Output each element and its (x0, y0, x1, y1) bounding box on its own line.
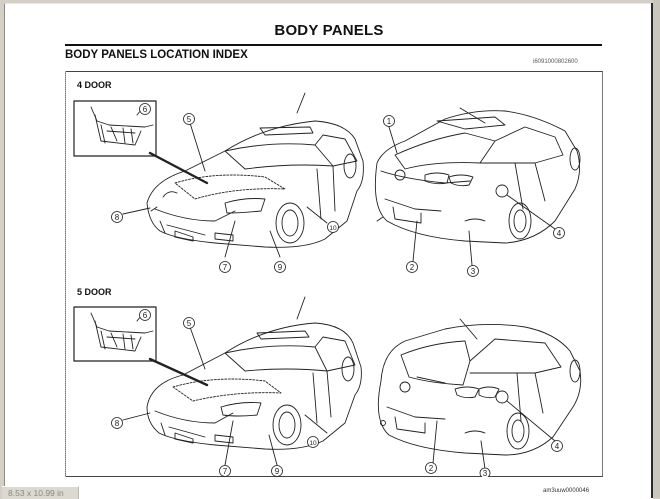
variant-label-5-door: 5 DOOR (77, 287, 112, 297)
svg-text:2: 2 (429, 464, 434, 473)
svg-text:2: 2 (410, 263, 415, 272)
hatchback-front-view (73, 306, 362, 450)
callouts-5door-front: 5 6 7 8 9 10 (111, 309, 319, 477)
callout-5: 5 (183, 317, 195, 329)
callout-9: 9 (271, 465, 283, 477)
sedan-rear-view (374, 110, 581, 244)
document-viewer-page: BODY PANELS BODY PANELS LOCATION INDEX i… (4, 3, 653, 499)
svg-text:3: 3 (471, 267, 476, 276)
svg-text:6: 6 (143, 311, 148, 320)
svg-text:5: 5 (187, 115, 192, 124)
svg-text:5: 5 (187, 319, 192, 328)
callout-1: 1 (383, 115, 395, 127)
callout-2: 2 (425, 462, 437, 474)
sedan-front-view (73, 100, 364, 248)
hatchback-rear-view (377, 323, 582, 456)
title-rule (65, 44, 602, 46)
body-panels-figure: 5 6 7 8 9 10 1 2 3 4 5 6 7 8 9 10 2 3 4 (73, 92, 582, 477)
callout-7: 7 (219, 465, 231, 477)
callout-4: 4 (551, 440, 563, 452)
inset-leader (148, 151, 209, 185)
variant-label-4-door: 4 DOOR (77, 80, 112, 90)
svg-text:8: 8 (115, 213, 120, 222)
figure-ref-bottom: am3uuw0000046 (543, 488, 590, 494)
svg-text:9: 9 (278, 263, 283, 272)
callout-6: 6 (139, 103, 151, 115)
figure-ref-top: i6091000802600 (533, 59, 578, 65)
window-right-gutter (653, 0, 660, 498)
page-title: BODY PANELS (274, 22, 384, 39)
radiator-support-drawing (90, 106, 154, 146)
radiator-support-inset-5door (73, 306, 157, 362)
callout-5: 5 (183, 113, 195, 125)
callouts-4door-front: 5 6 7 8 9 10 (111, 103, 339, 273)
svg-text:9: 9 (275, 467, 280, 476)
callout-8: 8 (111, 417, 123, 429)
svg-text:1: 1 (387, 117, 392, 126)
callout-6: 6 (139, 309, 151, 321)
svg-text:10: 10 (309, 440, 317, 447)
svg-text:7: 7 (223, 467, 228, 476)
page-size-indicator: 8.53 x 10.99 in (2, 486, 79, 499)
page-shadow-edge (651, 3, 653, 498)
radiator-support-inset (73, 100, 157, 157)
callout-4: 4 (553, 227, 565, 239)
svg-text:7: 7 (223, 263, 228, 272)
svg-text:4: 4 (555, 442, 560, 451)
callout-10: 10 (327, 221, 339, 233)
svg-text:3: 3 (483, 469, 488, 477)
callout-9: 9 (274, 261, 286, 273)
callout-2: 2 (406, 261, 418, 273)
callouts-4door-rear: 1 2 3 4 (383, 115, 565, 277)
figure-frame-edge (65, 71, 66, 477)
callout-7: 7 (219, 261, 231, 273)
svg-text:6: 6 (143, 105, 148, 114)
callout-3: 3 (479, 467, 491, 477)
svg-text:10: 10 (329, 225, 337, 232)
section-title: BODY PANELS LOCATION INDEX (65, 49, 248, 61)
callout-3: 3 (467, 265, 479, 277)
callout-10: 10 (307, 436, 319, 448)
callouts-5door-rear: 2 3 4 (425, 440, 563, 477)
svg-text:4: 4 (557, 229, 562, 238)
callout-8: 8 (111, 211, 123, 223)
svg-text:8: 8 (115, 419, 120, 428)
